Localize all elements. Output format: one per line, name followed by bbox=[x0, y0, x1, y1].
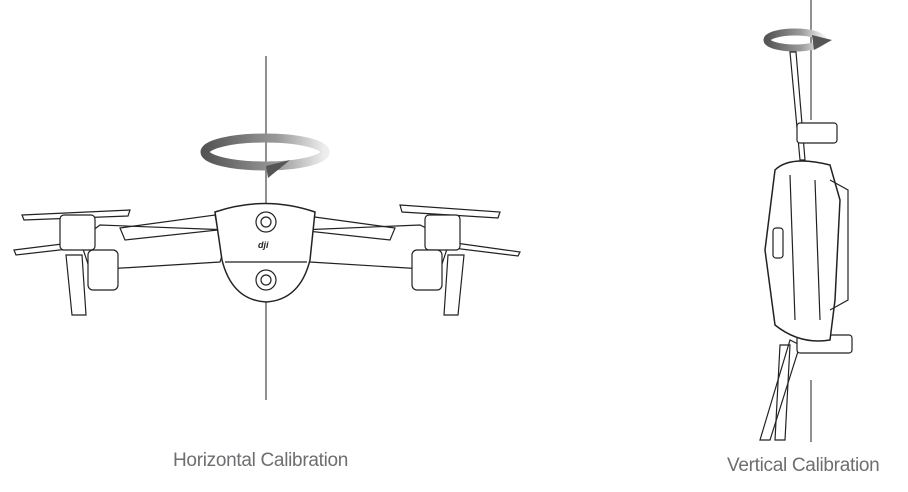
svg-text:dji: dji bbox=[258, 240, 269, 250]
vertical-calibration-label: Vertical Calibration bbox=[727, 455, 880, 476]
horizontal-rotation-arrow-icon bbox=[200, 133, 330, 178]
horizontal-drone-drawing: dji bbox=[13, 56, 521, 400]
horizontal-calibration-label: Horizontal Calibration bbox=[173, 450, 349, 471]
vertical-rotation-arrow-icon bbox=[763, 28, 832, 52]
vertical-drone-drawing bbox=[759, 0, 853, 442]
